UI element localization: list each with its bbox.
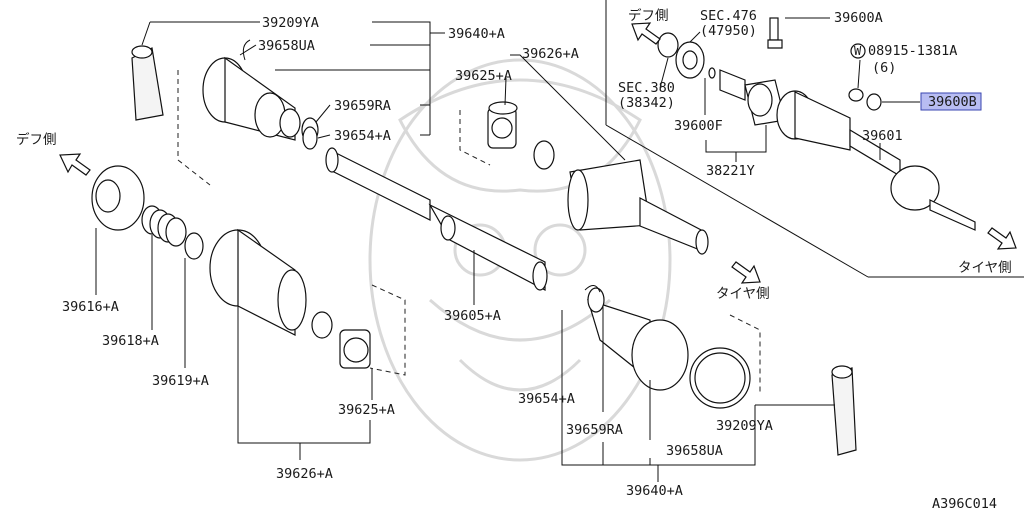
tripod-bottom xyxy=(339,329,371,369)
label-39659RA-bottom: 39659RA xyxy=(566,422,623,438)
bolt-39600A xyxy=(767,17,783,49)
ring-39619 xyxy=(184,232,204,260)
label-39658UA-top: 39658UA xyxy=(258,38,315,54)
label-39626A-bottom: 39626+A xyxy=(276,466,333,482)
spring-39618 xyxy=(141,205,187,247)
highlight-39600B xyxy=(920,92,982,111)
label-39618A: 39618+A xyxy=(102,333,159,349)
label-39600F: 39600F xyxy=(674,118,723,134)
label-tire-side-right: タイヤ側 xyxy=(958,260,1012,276)
label-39654A-top: 39654+A xyxy=(334,128,391,144)
inner-housing-bottom xyxy=(209,228,307,336)
joint-39601 xyxy=(776,90,976,231)
arrow-tire-side-right xyxy=(987,227,1017,250)
flange-38221Y xyxy=(719,69,786,126)
boot-band-top xyxy=(131,47,164,121)
label-39600A: 39600A xyxy=(834,10,883,26)
label-39616A: 39616+A xyxy=(62,299,119,315)
label-sec476: SEC.476 xyxy=(700,8,757,24)
box-diagonal xyxy=(605,124,869,278)
label-def-side-top: デフ側 xyxy=(628,7,669,24)
label-39625A-top: 39625+A xyxy=(455,68,512,84)
watermark-crest xyxy=(368,58,672,462)
label-39640A-top: 39640+A xyxy=(448,26,505,42)
label-sec476-code: (47950) xyxy=(700,23,757,39)
inner-boot-bottom xyxy=(584,285,689,391)
label-39625A-bottom: 39625+A xyxy=(338,402,395,418)
label-39658UA-bottom: 39658UA xyxy=(666,443,723,459)
label-39209YA-top: 39209YA xyxy=(262,15,319,31)
label-39659RA-top: 39659RA xyxy=(334,98,391,114)
label-39601: 39601 xyxy=(862,128,903,144)
arrow-def-side-top xyxy=(631,22,661,45)
label-sec380: SEC.380 xyxy=(618,80,675,96)
arrow-def-side-left xyxy=(59,153,91,176)
nut-39600B xyxy=(866,93,882,111)
label-tire-side-mid: タイヤ側 xyxy=(716,286,770,302)
label-39605A: 39605+A xyxy=(444,308,501,324)
snap-ring-bottom xyxy=(311,311,333,339)
seal-ring-top xyxy=(657,32,679,58)
label-39209YA-bottom: 39209YA xyxy=(716,418,773,434)
diagram-code: A396C014 xyxy=(932,496,997,510)
arrow-tire-side-mid xyxy=(731,261,761,284)
drive-shaft xyxy=(325,147,548,291)
circlip-top xyxy=(302,126,318,150)
washer-mark-circle xyxy=(850,43,866,59)
label-def-side-left: デフ側 xyxy=(16,131,57,148)
label-39626A-top: 39626+A xyxy=(522,46,579,62)
label-08915-qty: (6) xyxy=(872,60,896,76)
boot-band-bottom-small xyxy=(831,367,857,456)
label-38221Y: 38221Y xyxy=(706,163,755,179)
label-39640A-bottom: 39640+A xyxy=(626,483,683,499)
label-sec380-code: (38342) xyxy=(618,95,675,111)
snap-ring-top xyxy=(533,140,555,170)
inner-housing-top xyxy=(567,159,709,255)
washer-mark: W xyxy=(854,44,862,58)
washer-08915 xyxy=(848,88,864,102)
label-39600B[interactable]: 39600B xyxy=(928,94,977,110)
tripod-top xyxy=(487,101,518,149)
label-08915: 08915-1381A xyxy=(868,43,957,59)
outer-boot-left xyxy=(202,39,301,141)
label-39619A: 39619+A xyxy=(152,373,209,389)
label-39654A-bottom: 39654+A xyxy=(518,391,575,407)
